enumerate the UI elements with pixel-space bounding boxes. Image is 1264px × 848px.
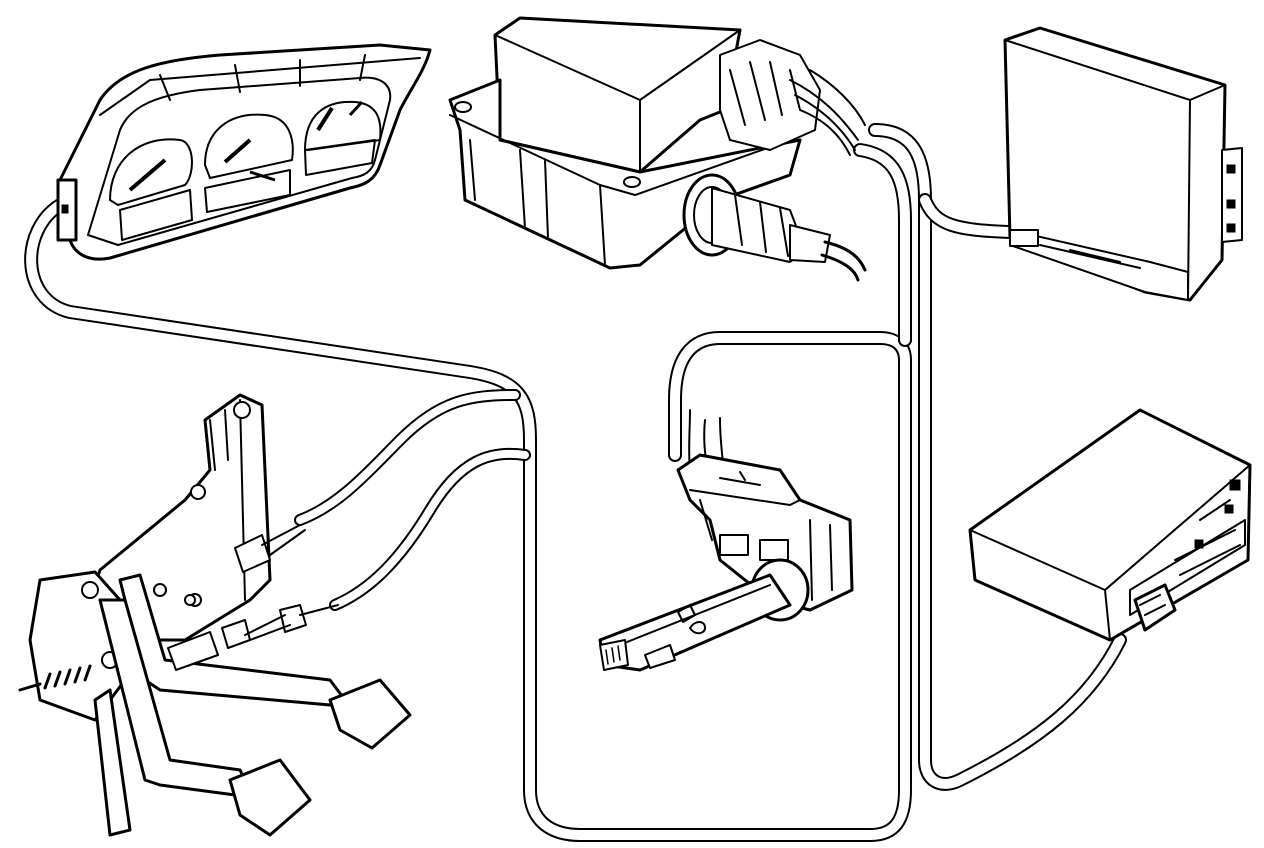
harness-inner-3 [870, 125, 1125, 789]
harness-inner-1 [26, 200, 910, 840]
instrument-cluster-icon [56, 43, 432, 261]
stalk-switch-icon [598, 409, 854, 672]
harness-inner-2 [855, 145, 910, 345]
ecu-icon [1003, 26, 1243, 302]
pedal-assembly-icon [18, 393, 412, 837]
control-module-icon [448, 16, 867, 282]
actuator-box-icon [968, 408, 1252, 642]
wiring-harness [24, 123, 1127, 842]
harness-inner-4 [920, 195, 1015, 237]
harness-inner-5 [296, 391, 519, 524]
harness-inner-6 [331, 449, 529, 609]
